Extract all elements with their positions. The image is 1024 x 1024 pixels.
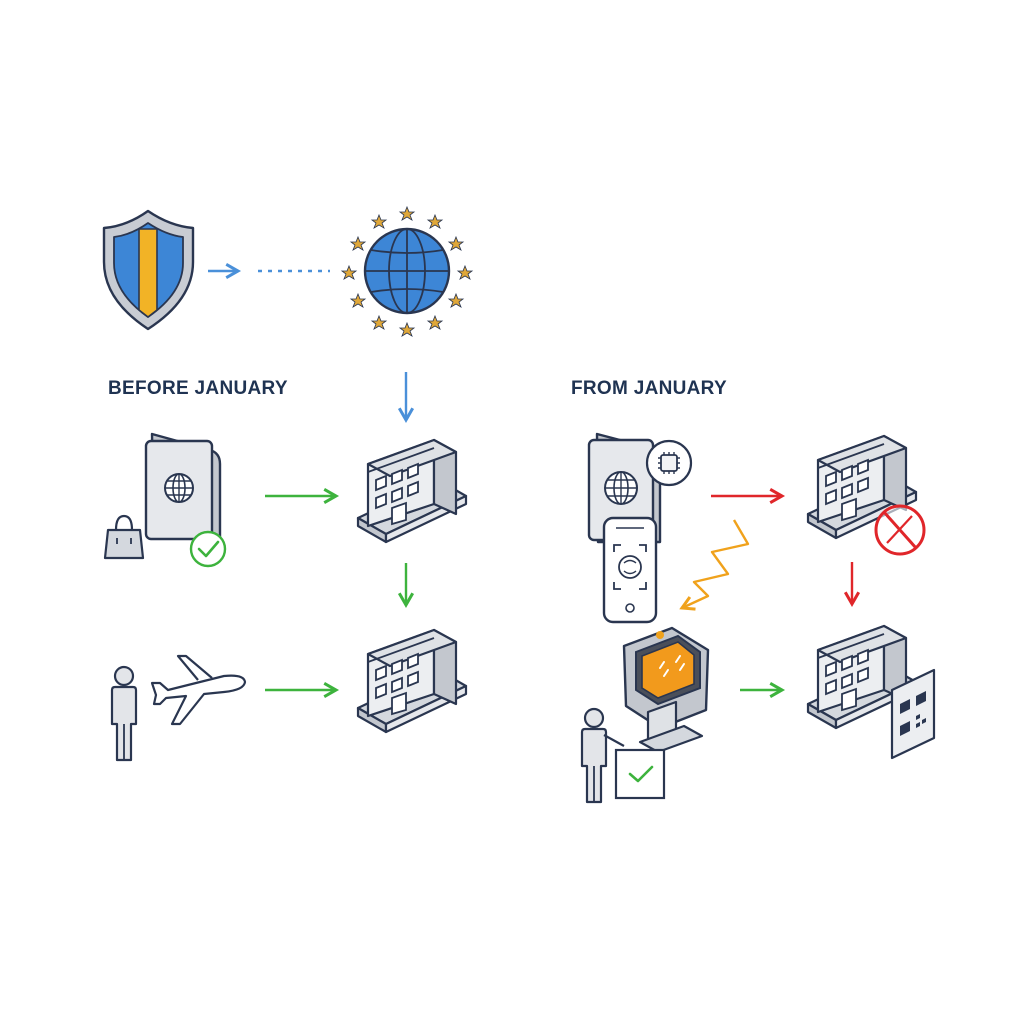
airplane-icon (150, 654, 247, 726)
smartphone-icon (602, 516, 658, 624)
person-icon (580, 707, 625, 804)
shopping-bag-icon (103, 514, 145, 560)
prohibited-icon (874, 504, 926, 556)
building-icon (356, 438, 468, 544)
check-badge-icon (189, 530, 227, 568)
eu-globe-icon (340, 205, 474, 337)
check-card-icon (614, 748, 666, 800)
person-icon (110, 665, 138, 762)
eu-stars (340, 205, 474, 337)
kiosk-icon (622, 626, 710, 754)
shield-icon (102, 209, 195, 331)
section-label-before: BEFORE JANUARY (108, 378, 288, 399)
section-label-from: FROM JANUARY (571, 378, 727, 399)
building-icon (356, 628, 468, 734)
signal-arrow-to-phone (679, 519, 750, 611)
qr-document-icon (890, 668, 936, 760)
passport-icon (144, 432, 222, 541)
